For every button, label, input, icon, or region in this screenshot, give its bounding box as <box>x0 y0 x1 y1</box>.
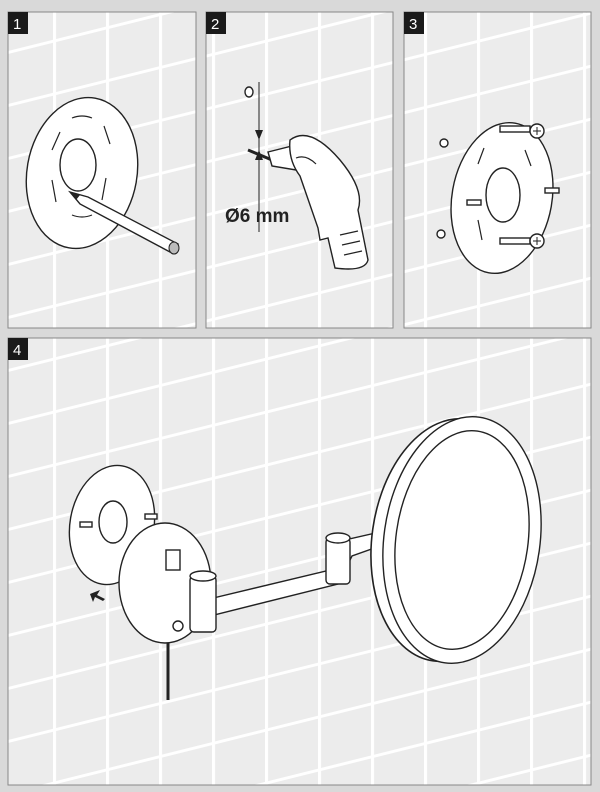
step-1-panel: 1 <box>7 11 197 329</box>
drill-hole-mark <box>244 86 254 98</box>
wall-plug <box>436 229 446 239</box>
pencil-icon <box>68 190 180 255</box>
step-1-number: 1 <box>13 16 21 33</box>
mirror-head <box>370 416 542 664</box>
step-4-badge <box>8 338 28 360</box>
drill-diameter-label: Ø6 mm <box>225 206 289 227</box>
step-2-badge <box>206 12 226 34</box>
mounting-plate <box>450 121 560 275</box>
step-4-panel: 4 <box>7 337 592 786</box>
arrow-icon <box>90 590 105 602</box>
step-3-panel: 3 <box>403 11 592 329</box>
swing-arm <box>189 531 381 633</box>
screw-icon <box>499 123 545 139</box>
screw-icon <box>499 233 545 249</box>
wall-plug <box>439 138 449 148</box>
step-2-number: 2 <box>211 16 219 33</box>
step-1-badge <box>8 12 28 34</box>
step-3-number: 3 <box>409 16 417 33</box>
step-4-number: 4 <box>13 342 21 359</box>
power-switch <box>165 549 181 571</box>
step-3-badge <box>404 12 424 34</box>
step-2-panel: 2 Ø6 mm <box>205 11 394 329</box>
drill-icon <box>247 134 369 270</box>
